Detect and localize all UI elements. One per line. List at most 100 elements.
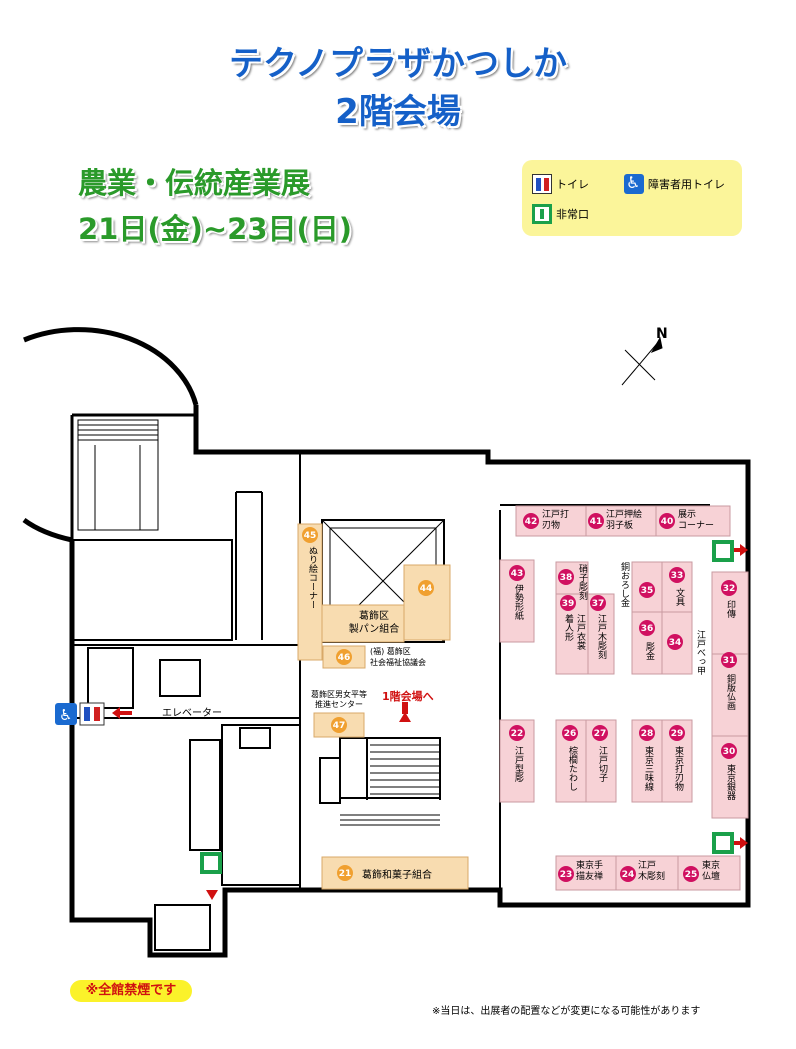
booth40-l2: コーナー xyxy=(678,521,715,531)
booth35-label: 銅おろし金 xyxy=(619,562,629,607)
legend-accessible-label: 障害者用トイレ xyxy=(648,178,725,191)
svg-text:34: 34 xyxy=(669,638,682,648)
booth23-l1: 東京手 xyxy=(576,861,604,871)
svg-text:31: 31 xyxy=(723,656,736,666)
booth41-l1: 江戸押絵 xyxy=(606,510,643,520)
svg-text:38: 38 xyxy=(560,573,573,583)
booth21-label: 葛飾和菓子組合 xyxy=(362,870,432,881)
no-smoking-badge: ※全館禁煙です xyxy=(70,980,192,1002)
edo-isho-label: 江戸衣裳 xyxy=(575,614,585,650)
booth24-l2: 木彫刻 xyxy=(638,872,666,882)
booth37-label: 江戸木彫刻 xyxy=(596,614,606,659)
legend: トイレ 障害者用トイレ 非常口 xyxy=(522,160,742,236)
title-line1: テクノプラザかつしか xyxy=(229,44,567,84)
svg-text:27: 27 xyxy=(594,729,607,739)
booth32-label: 印傳 xyxy=(725,600,735,618)
north-label: N xyxy=(656,326,668,342)
toilet-icons-left: ♿ xyxy=(55,702,105,726)
booth46-label-2: 社会福祉協議会 xyxy=(370,658,426,667)
booth34-label: 江戸べっ甲 xyxy=(695,630,705,675)
booth33-label: 文具 xyxy=(674,588,684,606)
booth39-label: 着人形 xyxy=(563,614,573,641)
rotunda-wall-lower xyxy=(22,517,73,543)
elevator-label: エレベーター xyxy=(162,708,222,719)
booth36-label: 彫金 xyxy=(644,642,654,660)
booth29-label: 東京打刃物 xyxy=(673,746,683,791)
booth-44 xyxy=(403,564,451,641)
booth46-label: (福) 葛飾区 社会福祉協議会 xyxy=(370,646,426,668)
legend-exit-label: 非常口 xyxy=(556,208,589,221)
accessible-toilet-icon xyxy=(624,173,644,194)
svg-text:28: 28 xyxy=(641,729,654,739)
booth38-l2: 彫刻 xyxy=(577,582,587,600)
legend-toilet-label: トイレ xyxy=(556,178,589,191)
to-first-floor-label: 1階会場へ xyxy=(382,690,434,703)
toilet-icon xyxy=(532,174,552,194)
booth-44-front xyxy=(321,604,405,643)
footer-note: ※当日は、出展者の配置などが変更になる可能性があります xyxy=(432,1006,701,1017)
north-arrow-icon xyxy=(621,336,663,386)
outer-wall xyxy=(69,405,751,958)
svg-text:39: 39 xyxy=(562,599,575,609)
booth42-l2: 刃物 xyxy=(542,521,561,531)
booth38-label: 硝子彫刻 xyxy=(576,564,587,600)
svg-text:22: 22 xyxy=(511,729,524,739)
booth44-label-1: 葛飾区 xyxy=(359,611,389,622)
svg-text:41: 41 xyxy=(590,517,603,527)
svg-text:26: 26 xyxy=(564,729,577,739)
svg-text:37: 37 xyxy=(592,599,605,609)
svg-text:30: 30 xyxy=(723,747,736,757)
booth25-l1: 東京 xyxy=(702,861,721,871)
svg-text:29: 29 xyxy=(671,729,684,739)
title-line2: 2階会場 xyxy=(335,92,461,132)
booth-45 xyxy=(297,523,323,661)
svg-text:♿: ♿ xyxy=(59,706,72,724)
booth30-label: 東京銀器 xyxy=(725,764,735,800)
booth27-label: 江戸切子 xyxy=(597,746,607,782)
booth23-label: 東京手描友禅 xyxy=(576,861,603,883)
booth43-label: 伊勢形紙 xyxy=(513,584,523,620)
booth25-label: 東京仏壇 xyxy=(702,861,720,883)
booth25-l2: 仏壇 xyxy=(702,872,721,882)
booth23-l2: 描友禅 xyxy=(576,872,604,882)
svg-text:45: 45 xyxy=(304,531,317,541)
svg-text:21: 21 xyxy=(339,869,352,879)
legend-accessible-toilet: 障害者用トイレ xyxy=(624,173,725,194)
rotunda-wall xyxy=(23,327,199,406)
booth24-label: 江戸木彫刻 xyxy=(638,861,665,883)
booth31-label: 銅版仏画 xyxy=(725,674,735,710)
svg-text:36: 36 xyxy=(641,624,654,634)
legend-exit: 非常口 xyxy=(532,204,589,224)
booth47-label-2: 推進センター xyxy=(315,700,363,709)
exit-icons xyxy=(200,540,734,874)
svg-text:40: 40 xyxy=(661,517,674,527)
booth42-l1: 江戸打 xyxy=(542,510,570,520)
svg-text:25: 25 xyxy=(685,870,698,880)
svg-text:43: 43 xyxy=(511,569,524,579)
event-name: 農業・伝統産業展 xyxy=(78,166,311,200)
booth42-label: 江戸打刃物 xyxy=(542,510,569,532)
emergency-exit-icon xyxy=(532,204,552,224)
booth40-label: 展示コーナー xyxy=(678,510,714,532)
badges-magenta: 42 41 40 43 38 39 37 35 33 36 34 32 31 3… xyxy=(509,513,737,882)
nuri-corner-label: ぬり絵コーナー xyxy=(307,546,317,609)
booth28-label: 東京三味線 xyxy=(643,746,653,791)
svg-text:23: 23 xyxy=(560,870,573,880)
badges-orange: 45 44 46 47 21 xyxy=(302,527,434,881)
svg-text:33: 33 xyxy=(671,571,684,581)
svg-text:35: 35 xyxy=(641,586,654,596)
svg-text:42: 42 xyxy=(525,517,538,527)
svg-text:46: 46 xyxy=(338,653,351,663)
booth38-l1: 硝子 xyxy=(577,564,587,582)
booth26-label: 棕櫚たわし xyxy=(567,746,577,791)
booth47-label-1: 葛飾区男女平等 xyxy=(311,690,367,699)
booth40-l1: 展示 xyxy=(678,510,697,520)
booth47-label: 葛飾区男女平等 推進センター xyxy=(302,690,376,710)
booth46-label-1: (福) 葛飾区 xyxy=(370,647,411,656)
svg-text:32: 32 xyxy=(723,584,736,594)
svg-text:47: 47 xyxy=(333,721,346,731)
event-dates: 21日(金)~23日(日) xyxy=(78,212,353,246)
svg-text:24: 24 xyxy=(622,870,635,880)
booth44-label-2: 製パン組合 xyxy=(348,624,400,635)
